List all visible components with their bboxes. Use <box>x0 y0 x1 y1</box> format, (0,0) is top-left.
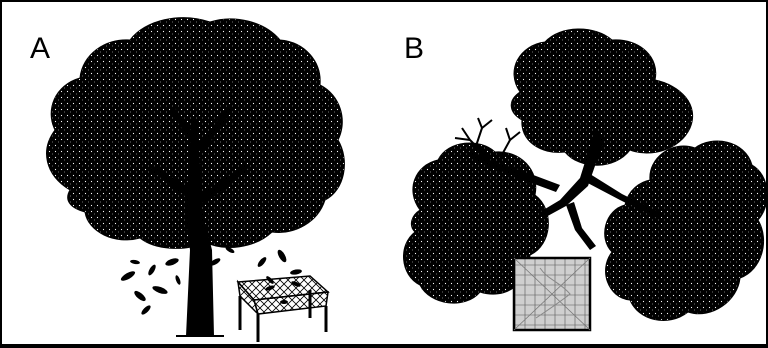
panel-label-b: B <box>404 34 424 64</box>
leaf-trap-icon <box>238 276 328 342</box>
panel-label-a: A <box>30 34 50 64</box>
bottom-border <box>0 344 768 346</box>
leaf-trap-top-view-icon <box>514 258 590 330</box>
